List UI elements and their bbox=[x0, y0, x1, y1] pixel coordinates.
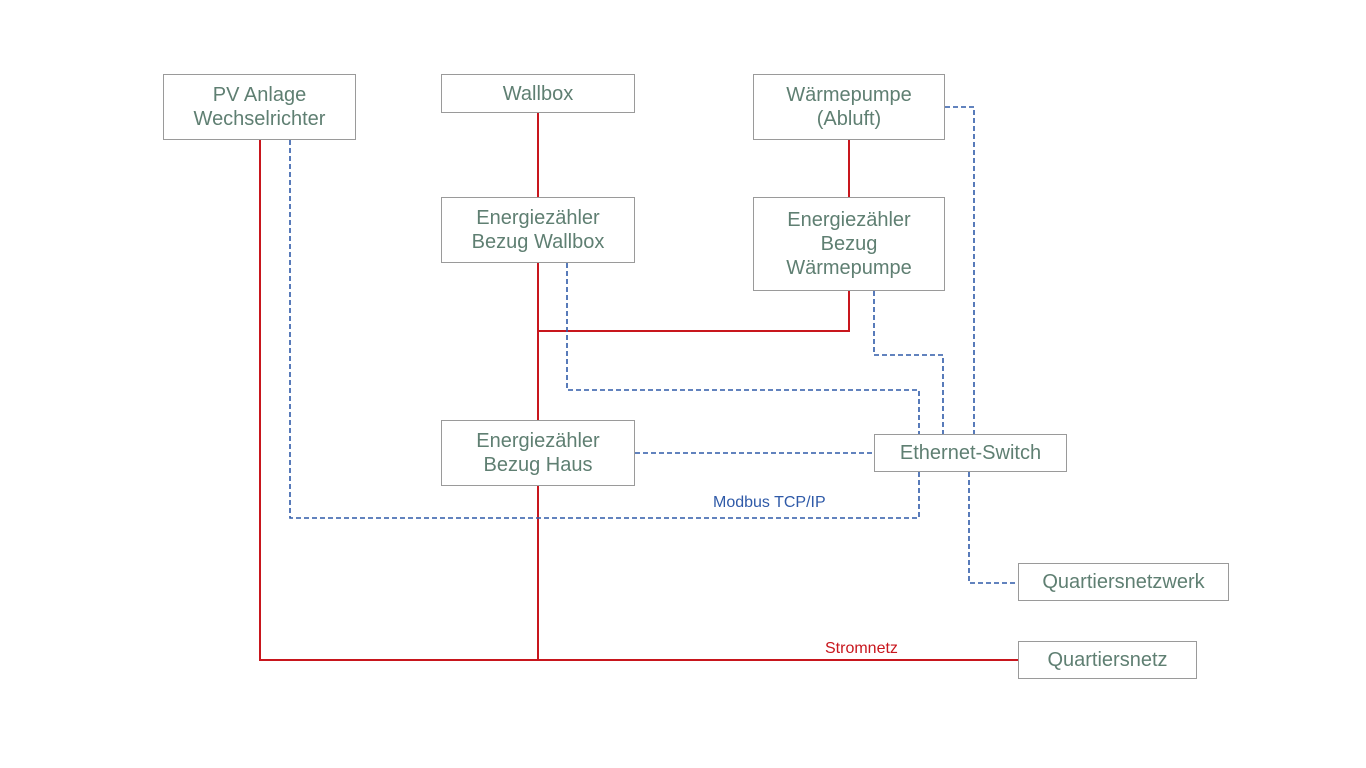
heatpump-box: Wärmepumpe (Abluft) bbox=[753, 74, 945, 140]
data-line-pv-to-switch bbox=[289, 140, 920, 519]
ethernet-switch-box: Ethernet-Switch bbox=[874, 434, 1067, 472]
meter-wallbox-box: Energiezähler Bezug Wallbox bbox=[441, 197, 635, 263]
power-line-pv-to-grid bbox=[259, 140, 1018, 661]
data-line-meter-wallbox-to-switch bbox=[566, 263, 920, 434]
data-line-heatpump-to-switch bbox=[945, 106, 975, 434]
district-grid-box: Quartiersnetz bbox=[1018, 641, 1197, 679]
power-line-meter-heatpump-junction bbox=[538, 291, 850, 332]
meter-heatpump-box: Energiezähler Bezug Wärmepumpe bbox=[753, 197, 945, 291]
data-line-meter-heatpump-to-switch bbox=[873, 291, 944, 434]
pv-inverter-box: PV Anlage Wechselrichter bbox=[163, 74, 356, 140]
grid-label: Stromnetz bbox=[825, 640, 898, 657]
wallbox-box: Wallbox bbox=[441, 74, 635, 113]
modbus-label: Modbus TCP/IP bbox=[713, 494, 826, 511]
district-network-box: Quartiersnetzwerk bbox=[1018, 563, 1229, 601]
meter-house-box: Energiezähler Bezug Haus bbox=[441, 420, 635, 486]
data-line-switch-to-district-network bbox=[968, 472, 1018, 584]
